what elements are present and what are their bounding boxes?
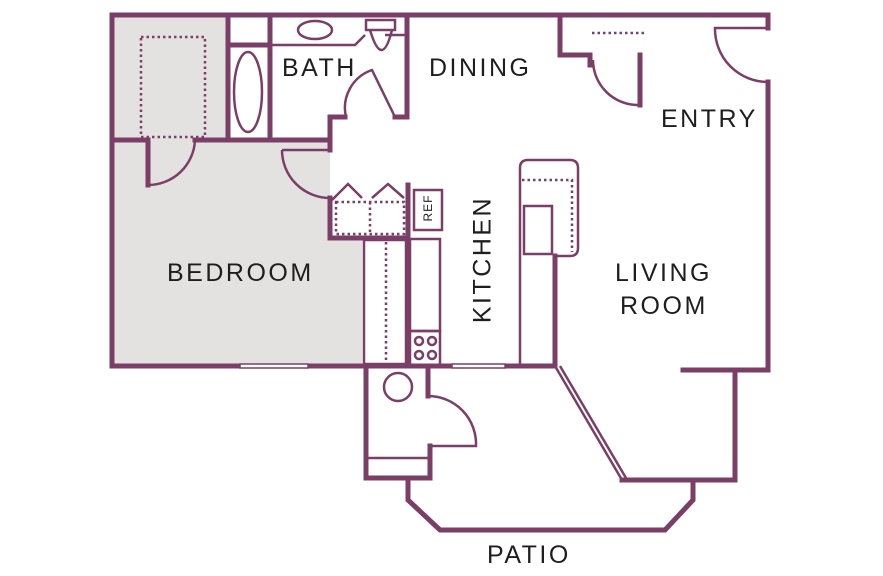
kitchen-window <box>451 363 506 369</box>
bedroom-area <box>112 15 362 366</box>
refrigerator <box>412 188 444 232</box>
utility-door <box>427 394 478 448</box>
kitchen-upper-counter <box>331 182 405 201</box>
refrigerator-label: REF <box>421 194 435 222</box>
room-label-entry: ENTRY <box>661 105 758 133</box>
dishwasher <box>522 204 554 256</box>
bedroom-window <box>239 363 309 369</box>
counter-right <box>408 237 442 333</box>
bath-wall <box>225 12 410 153</box>
room-label-bath: BATH <box>282 54 357 82</box>
patio-wall <box>405 475 696 533</box>
room-label-bedroom: BEDROOM <box>167 259 314 287</box>
coat-closet-door <box>591 59 639 107</box>
bedroom-door <box>280 148 331 200</box>
peninsula-bar <box>522 178 574 252</box>
entry-door <box>713 26 769 84</box>
pantry-shelf <box>334 200 406 236</box>
utility-wall <box>363 363 433 481</box>
bath-counter <box>272 33 407 47</box>
room-label-living: LIVING <box>615 259 712 287</box>
west-wall <box>109 12 369 369</box>
closet-wall <box>109 12 333 188</box>
stove-burners <box>413 335 438 361</box>
room-label-patio: PATIO <box>487 541 571 569</box>
toilet <box>364 18 397 52</box>
closet-door <box>147 139 197 187</box>
room-label-room: ROOM <box>620 292 708 320</box>
bathtub <box>232 50 264 134</box>
sink <box>296 19 334 41</box>
kitchen-wall <box>327 182 411 369</box>
peninsula <box>518 158 580 366</box>
room-label-dining: DINING <box>429 54 532 82</box>
water-heater <box>382 371 414 403</box>
room-label-kitchen: KITCHEN <box>468 195 497 324</box>
stove <box>408 329 442 367</box>
bath-door <box>343 68 397 118</box>
living-diagonal-window <box>553 365 628 481</box>
coat-closet-wall <box>557 12 643 108</box>
